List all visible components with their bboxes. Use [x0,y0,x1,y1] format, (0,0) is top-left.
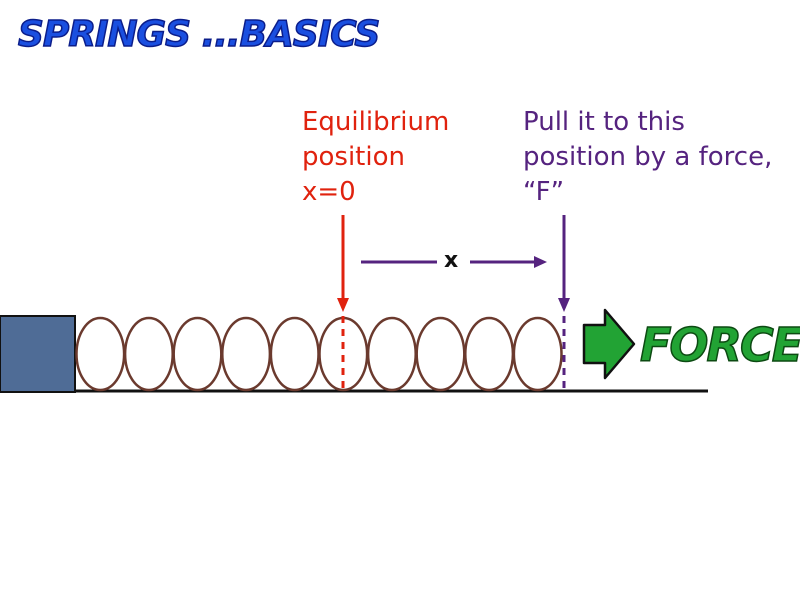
spring-coil [318,316,369,392]
spring-coil [366,316,417,392]
force-label: Force [639,317,800,373]
spring-coil [75,316,126,392]
pull-arrowhead [558,298,570,312]
pull-label: Pull it to this position by a force, “F” [523,105,793,210]
equilibrium-label-line: x=0 [302,177,356,207]
equilibrium-label: Equilibrium position x=0 [302,105,502,210]
displacement-arrowhead [534,256,547,268]
wall-block [0,315,76,393]
force-arrow-icon [582,308,636,380]
spring-coil [123,316,174,392]
pull-label-line: “F” [523,177,565,207]
equilibrium-label-line: Equilibrium [302,107,450,137]
displacement-label: x [444,248,459,273]
spring-coil [269,316,320,392]
pull-label-line: position by a force, [523,142,773,172]
spring-coil [512,316,563,392]
spring [75,316,563,392]
spring-coil [221,316,272,392]
spring-coil [172,316,223,392]
equilibrium-label-line: position [302,142,405,172]
spring-coil [415,316,466,392]
spring-coil [464,316,515,392]
pull-label-line: Pull it to this [523,107,685,137]
equilibrium-arrowhead [337,298,349,312]
slide-title: Springs ...Basics [17,13,381,56]
